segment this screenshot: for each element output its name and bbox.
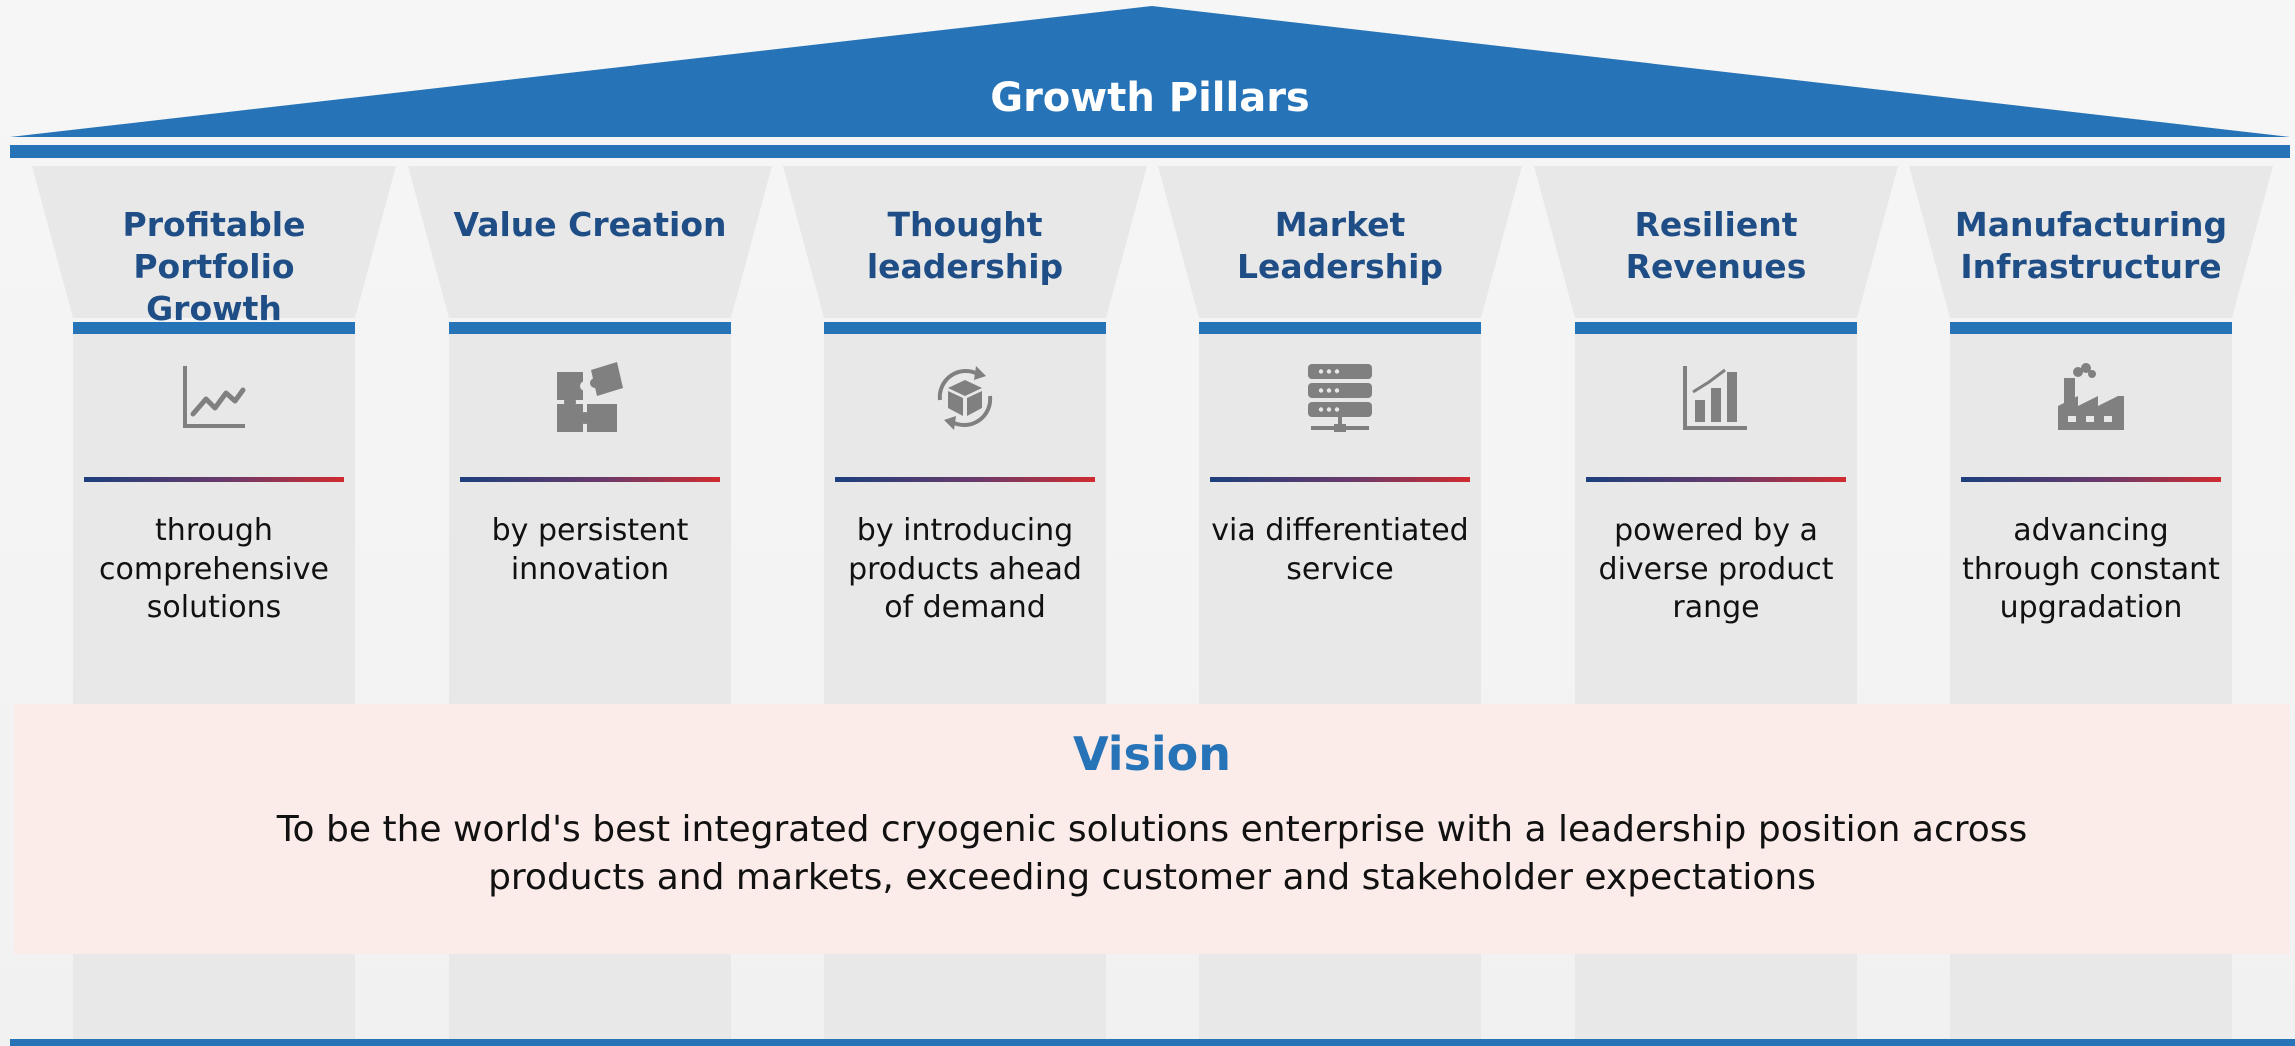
- pillar-capital: Profitable Portfolio Growth: [32, 166, 396, 328]
- pillar-title: Profitable Portfolio Growth: [122, 205, 306, 328]
- capital-shape: [408, 166, 772, 318]
- pillar-divider: [1961, 477, 2221, 482]
- vision-statement: To be the world's best integrated cryoge…: [276, 809, 2028, 898]
- roof-beam: [10, 145, 2290, 158]
- pillar-description: by introducing products ahead of demand: [848, 513, 1082, 625]
- factory-icon: [2056, 362, 2126, 434]
- box-cycle-icon: [930, 362, 1000, 434]
- vision-panel: Vision To be the world's best integrated…: [14, 704, 2290, 954]
- roof-shape: [10, 6, 2290, 137]
- pillar-capital: Manufacturing Infrastructure: [1909, 166, 2273, 318]
- pillar-description: via differentiated service: [1211, 513, 1469, 587]
- pillar-description: by persistent innovation: [491, 513, 689, 587]
- capital-shape: [1158, 166, 1522, 318]
- pillar-capital: Thought leadership: [783, 166, 1147, 318]
- capital-shape: [1534, 166, 1898, 318]
- vision-title: Vision: [1072, 727, 1232, 781]
- pillar-divider: [835, 477, 1095, 482]
- server-icon: [1305, 362, 1375, 434]
- pillar-accent-bar: [1199, 322, 1481, 334]
- pillar-accent-bar: [449, 322, 731, 334]
- pillar-divider: [1210, 477, 1470, 482]
- pillar-title: Market Leadership: [1236, 205, 1444, 286]
- pillar-divider: [84, 477, 344, 482]
- pillar-description: advancing through constant upgradation: [1962, 513, 2220, 625]
- pillar-title: Value Creation: [453, 205, 727, 244]
- pillar-title: Thought leadership: [866, 205, 1064, 286]
- puzzle-icon: [555, 362, 625, 434]
- pillar-title: Manufacturing Infrastructure: [1954, 205, 2228, 286]
- line-chart-icon: [179, 362, 249, 434]
- pillar-capital: Market Leadership: [1158, 166, 1522, 318]
- pillar-accent-bar: [73, 322, 355, 334]
- base-line: [10, 1039, 2295, 1046]
- pillar-description: powered by a diverse product range: [1598, 513, 1834, 625]
- pillar-description: through comprehensive solutions: [99, 513, 329, 625]
- pillar-capital: Resilient Revenues: [1534, 166, 1898, 318]
- pillar-accent-bar: [1950, 322, 2232, 334]
- bar-chart-icon: [1681, 362, 1751, 434]
- capital-shape: [783, 166, 1147, 318]
- capital-shape: [32, 166, 396, 318]
- pillar-capital: Value Creation: [408, 166, 772, 318]
- pillar-accent-bar: [824, 322, 1106, 334]
- pillar-divider: [460, 477, 720, 482]
- roof: Growth Pillars: [10, 6, 2290, 140]
- pillar-accent-bar: [1575, 322, 1857, 334]
- capital-shape: [1909, 166, 2273, 318]
- pillar-title: Resilient Revenues: [1625, 205, 1807, 286]
- pillar-divider: [1586, 477, 1846, 482]
- roof-title: Growth Pillars: [990, 75, 1310, 121]
